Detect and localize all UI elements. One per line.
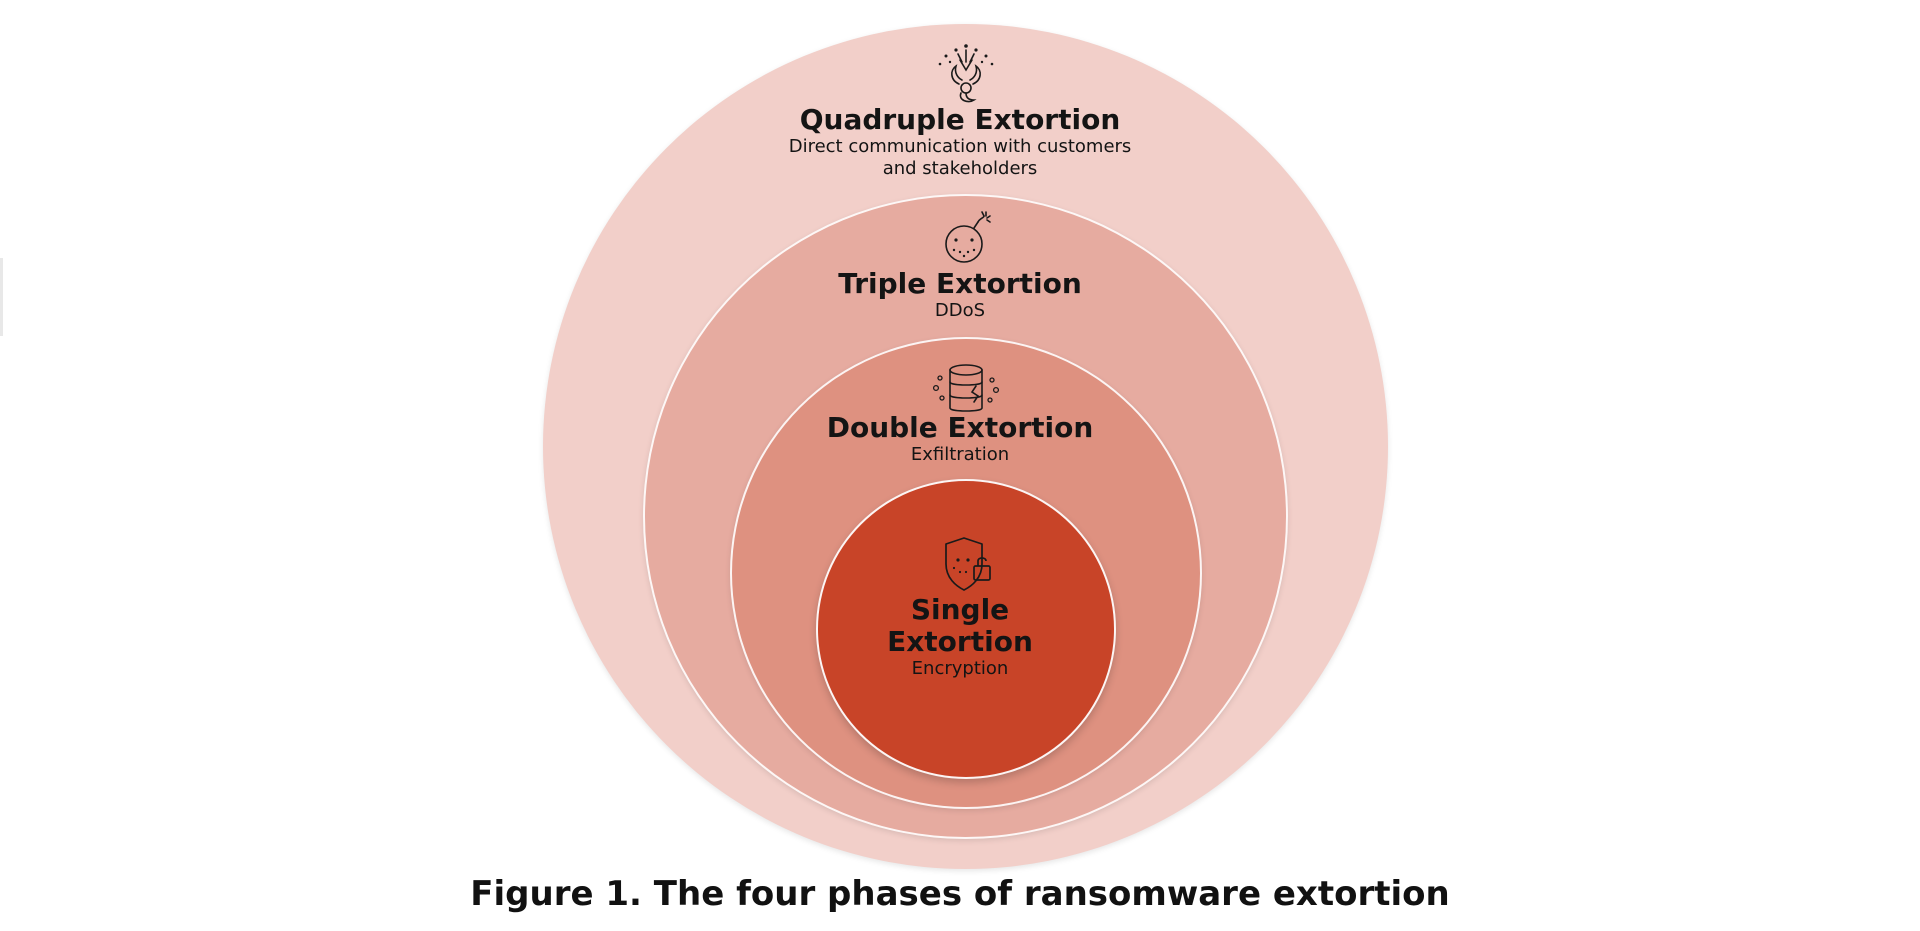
biohazard-icon <box>938 44 994 103</box>
shield-lock-icon <box>945 537 991 591</box>
single-extortion-subtitle: Encryption <box>911 658 1009 679</box>
quadruple-extortion-label: Quadruple Extortion Direct communication… <box>0 104 1920 180</box>
quadruple-extortion-subtitle-line1: Direct communication with customers <box>788 136 1132 157</box>
triple-extortion-subtitle: DDoS <box>934 300 986 321</box>
bomb-icon <box>945 211 991 263</box>
triple-extortion-title: Triple Extortion <box>838 267 1082 300</box>
double-extortion-title: Double Extortion <box>826 411 1094 444</box>
double-extortion-subtitle: Exfiltration <box>910 444 1010 465</box>
single-extortion-ring <box>816 479 1116 779</box>
single-extortion-title-line1: Single <box>910 593 1010 626</box>
single-extortion-label: Single Extortion Encryption <box>0 594 1920 680</box>
double-extortion-label: Double Extortion Exfiltration <box>0 412 1920 466</box>
quadruple-extortion-subtitle-line2: and stakeholders <box>882 158 1038 179</box>
figure-caption: Figure 1. The four phases of ransomware … <box>470 874 1450 914</box>
triple-extortion-label: Triple Extortion DDoS <box>0 268 1920 322</box>
quadruple-extortion-title: Quadruple Extortion <box>799 103 1121 136</box>
single-extortion-title-line2: Extortion <box>887 625 1033 658</box>
database-icon <box>932 364 1000 412</box>
edge-divider <box>0 258 3 336</box>
